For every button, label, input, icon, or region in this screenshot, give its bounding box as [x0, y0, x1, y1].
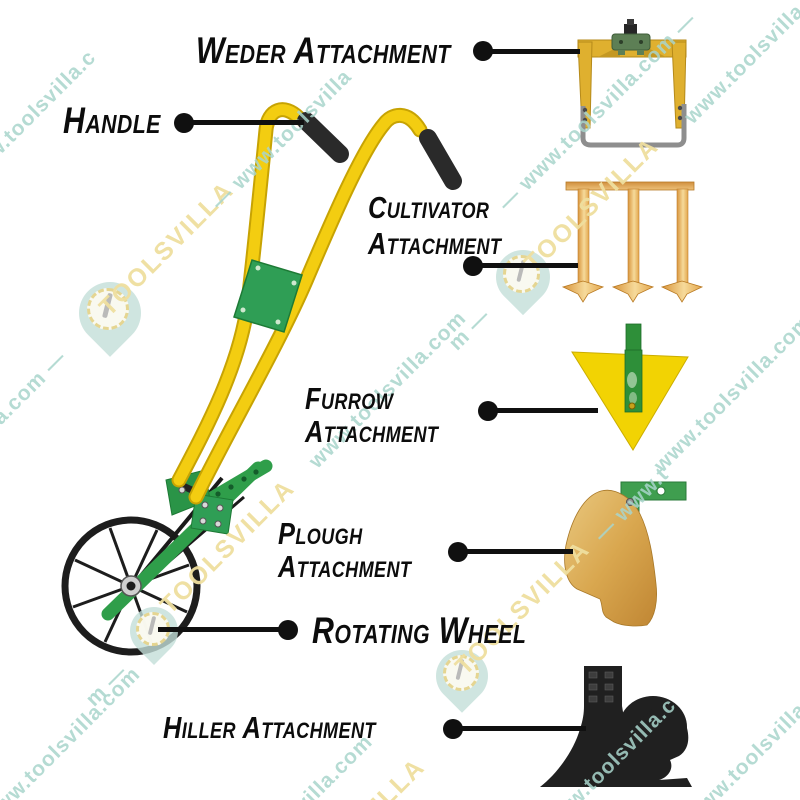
cultivator-attachment-image — [561, 181, 704, 303]
label-furrow-attachment: Furrow Attachment — [305, 382, 438, 448]
label-weder-attachment: Weder Attachment — [196, 30, 451, 71]
frame-plate — [233, 259, 303, 333]
wheel-axle — [126, 581, 136, 591]
label-line: Cultivator — [368, 190, 490, 225]
furrow-attachment-image — [571, 323, 689, 451]
weder-callout-dot — [473, 41, 493, 61]
wheel-callout-line — [158, 627, 283, 632]
label-line: Furrow — [305, 381, 394, 416]
hiller-callout-dot — [443, 719, 463, 739]
handle-callout-dot — [174, 113, 194, 133]
label-line: Attachment — [278, 549, 412, 584]
label-cultivator-attachment: Cultivator Attachment — [368, 190, 501, 262]
gear-icon — [87, 288, 129, 331]
toolsvilla-pin-logo — [484, 238, 562, 316]
weder-callout-line — [478, 49, 580, 54]
plough-callout-line — [453, 549, 573, 554]
wheel-hoe-machine — [61, 102, 462, 656]
right-handle-grip — [419, 129, 462, 190]
label-hiller-attachment: Hiller Attachment — [163, 710, 376, 745]
plough-attachment-image — [564, 481, 687, 627]
label-line: Attachment — [368, 226, 502, 261]
label-line: Attachment — [305, 414, 439, 449]
weder-attachment-image — [577, 19, 687, 148]
plough-callout-dot — [448, 542, 468, 562]
label-plough-attachment: Plough Attachment — [278, 517, 411, 583]
weder-blade — [580, 104, 687, 148]
hiller-callout-line — [448, 726, 586, 731]
toolsvilla-pin-logo — [66, 269, 154, 357]
handle-tubes — [171, 102, 428, 505]
cultivator-callout-line — [468, 263, 578, 268]
furrow-callout-line — [483, 408, 598, 413]
label-rotating-wheel: Rotating Wheel — [312, 610, 527, 651]
furrow-callout-dot — [478, 401, 498, 421]
toolsvilla-pin-logo — [425, 639, 499, 713]
handle-callout-line — [188, 120, 304, 125]
label-line: Plough — [278, 516, 363, 551]
cultivator-callout-dot — [463, 256, 483, 276]
hiller-attachment-image — [540, 666, 692, 787]
left-handle-grip — [297, 112, 349, 163]
wheel-callout-dot — [278, 620, 298, 640]
label-handle: Handle — [63, 100, 161, 141]
